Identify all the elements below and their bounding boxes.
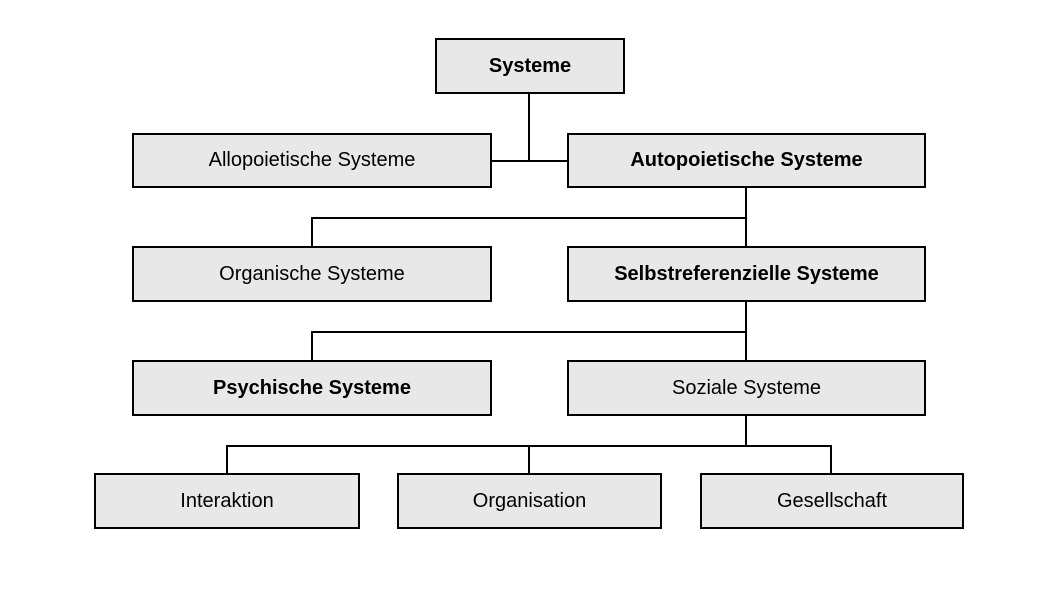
node-allopoietische-systeme: Allopoietische Systeme [132,133,492,188]
node-psychische-systeme: Psychische Systeme [132,360,492,416]
node-organische-systeme: Organische Systeme [132,246,492,302]
node-selbstreferenzielle-systeme: Selbstreferenzielle Systeme [567,246,926,302]
node-soziale-systeme: Soziale Systeme [567,360,926,416]
connector-row2-horizontal [492,160,567,162]
connector-drop-gesellschaft [830,445,832,473]
connector-systeme-down [528,94,530,161]
node-organisation: Organisation [397,473,662,529]
node-autopoietische-systeme: Autopoietische Systeme [567,133,926,188]
connector-row3-horizontal [311,217,747,219]
node-gesellschaft: Gesellschaft [700,473,964,529]
connector-drop-psychische [311,331,313,360]
node-interaktion: Interaktion [94,473,360,529]
connector-soziale-down [745,416,747,447]
connector-drop-interaktion [226,445,228,473]
connector-row4-horizontal [311,331,747,333]
connector-drop-organisation [528,445,530,473]
node-systeme: Systeme [435,38,625,94]
connector-drop-organische [311,217,313,246]
